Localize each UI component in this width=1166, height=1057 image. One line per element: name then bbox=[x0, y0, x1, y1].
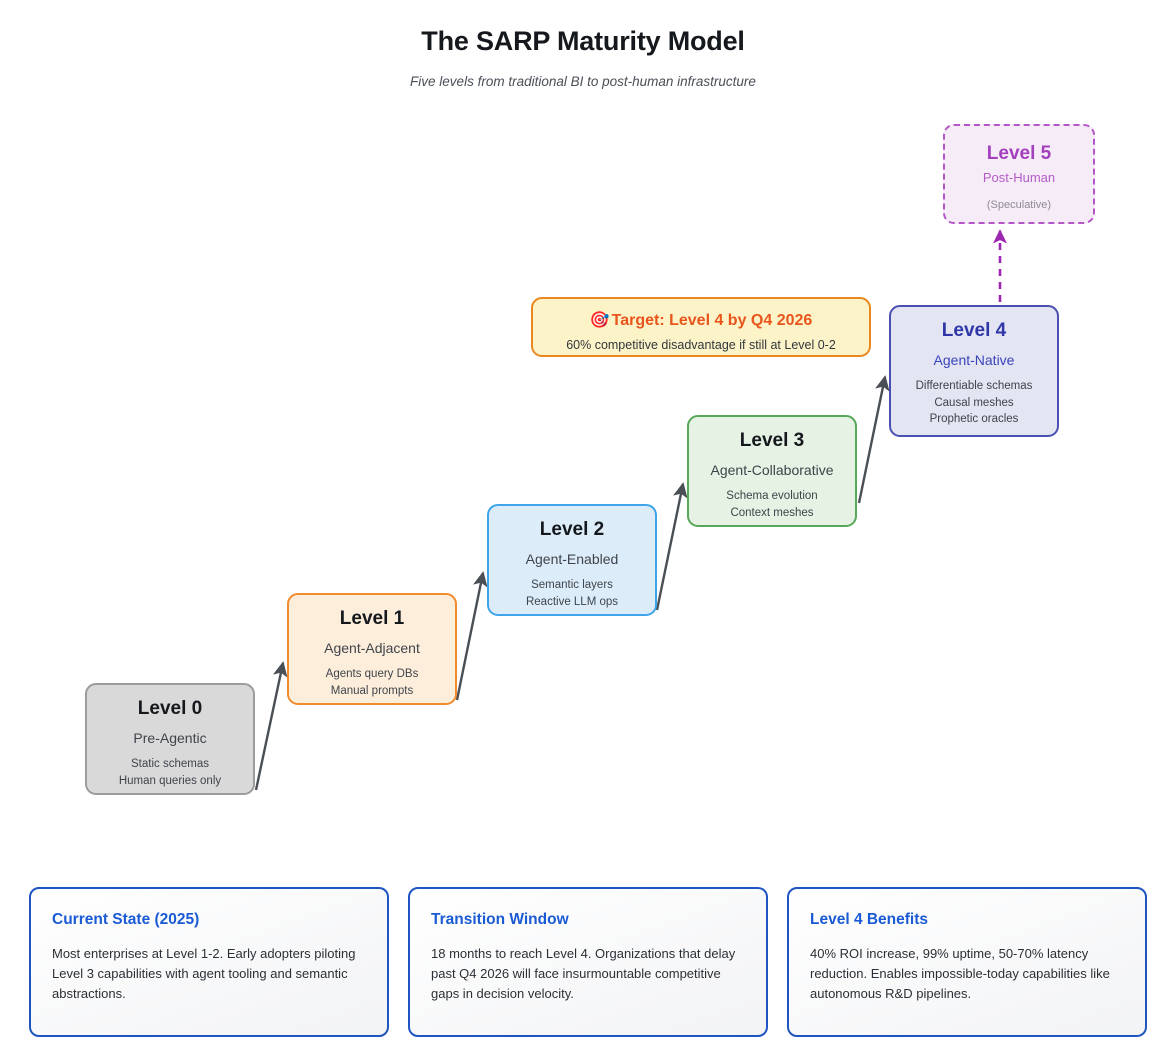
info-card-body: Most enterprises at Level 1-2. Early ado… bbox=[52, 945, 356, 1001]
level-1-subtitle: Agent-Adjacent bbox=[324, 639, 420, 656]
arrow-level0-to-level1 bbox=[254, 661, 288, 791]
info-card-title: Transition Window bbox=[431, 911, 569, 928]
level-3-title: Level 3 bbox=[739, 430, 805, 451]
arrow-level3-to-level4 bbox=[857, 375, 890, 504]
level-4-detail-0: Differentiable schemas bbox=[915, 380, 1033, 393]
level-2-detail-1: Reactive LLM ops bbox=[525, 595, 619, 608]
level-5-detail-0: (Speculative) bbox=[986, 199, 1052, 211]
level-2-subtitle: Agent-Enabled bbox=[525, 550, 619, 567]
info-card-current-state[interactable]: Current State (2025) Most enterprises at… bbox=[29, 887, 389, 1037]
level-3-detail-1: Context meshes bbox=[730, 506, 814, 519]
page-subtitle: Five levels from traditional BI to post-… bbox=[410, 74, 756, 89]
maturity-staircase: Level 0 Pre-Agentic Static schemas Human… bbox=[85, 124, 1095, 795]
info-card-body: 40% ROI increase, 99% uptime, 50-70% lat… bbox=[810, 945, 1110, 1001]
page-title: The SARP Maturity Model bbox=[421, 26, 745, 56]
level-1-detail-1: Manual prompts bbox=[330, 684, 414, 697]
level-5-title: Level 5 bbox=[986, 143, 1052, 164]
level-3-detail-0: Schema evolution bbox=[726, 490, 818, 503]
info-card-title: Level 4 Benefits bbox=[810, 911, 929, 928]
level-4-subtitle: Agent-Native bbox=[933, 351, 1015, 368]
level-2-title: Level 2 bbox=[539, 519, 605, 540]
level-3-subtitle: Agent-Collaborative bbox=[710, 461, 834, 478]
level-0-title: Level 0 bbox=[137, 698, 203, 719]
level-1-title: Level 1 bbox=[339, 608, 405, 629]
level-4-detail-2: Prophetic oracles bbox=[929, 412, 1019, 425]
info-card-row: Current State (2025) Most enterprises at… bbox=[29, 887, 1147, 1037]
info-card-body: 18 months to reach Level 4. Organization… bbox=[431, 945, 736, 1001]
level-box-4[interactable]: Level 4 Agent-Native Differentiable sche… bbox=[889, 305, 1059, 437]
level-box-2[interactable]: Level 2 Agent-Enabled Semantic layers Re… bbox=[487, 504, 657, 616]
level-0-subtitle: Pre-Agentic bbox=[133, 729, 207, 746]
level-0-detail-0: Static schemas bbox=[131, 758, 209, 771]
info-card-transition-window[interactable]: Transition Window 18 months to reach Lev… bbox=[408, 887, 768, 1037]
arrow-level2-to-level3 bbox=[655, 482, 688, 611]
level-box-5[interactable]: Level 5 Post-Human (Speculative) bbox=[943, 124, 1095, 224]
target-callout-title: 🎯Target: Level 4 by Q4 2026 bbox=[533, 311, 869, 330]
level-box-3[interactable]: Level 3 Agent-Collaborative Schema evolu… bbox=[687, 415, 857, 527]
target-icon: 🎯 bbox=[589, 312, 610, 329]
info-card-level4-benefits[interactable]: Level 4 Benefits 40% ROI increase, 99% u… bbox=[787, 887, 1147, 1037]
target-callout-title-text: Target: Level 4 by Q4 2026 bbox=[611, 312, 813, 329]
level-0-detail-1: Human queries only bbox=[118, 774, 222, 787]
level-1-detail-0: Agents query DBs bbox=[325, 668, 419, 681]
level-2-detail-0: Semantic layers bbox=[531, 579, 613, 592]
info-card-title: Current State (2025) bbox=[52, 911, 200, 928]
arrow-level1-to-level2 bbox=[455, 571, 488, 701]
level-5-subtitle: Post-Human bbox=[982, 169, 1056, 185]
level-4-detail-1: Causal meshes bbox=[934, 396, 1014, 409]
target-callout-subtitle: 60% competitive disadvantage if still at… bbox=[566, 338, 836, 353]
target-callout[interactable]: 🎯Target: Level 4 by Q4 2026 60% competit… bbox=[531, 297, 871, 357]
level-4-title: Level 4 bbox=[941, 320, 1007, 341]
level-box-0[interactable]: Level 0 Pre-Agentic Static schemas Human… bbox=[85, 683, 255, 795]
level-box-1[interactable]: Level 1 Agent-Adjacent Agents query DBs … bbox=[287, 593, 457, 705]
